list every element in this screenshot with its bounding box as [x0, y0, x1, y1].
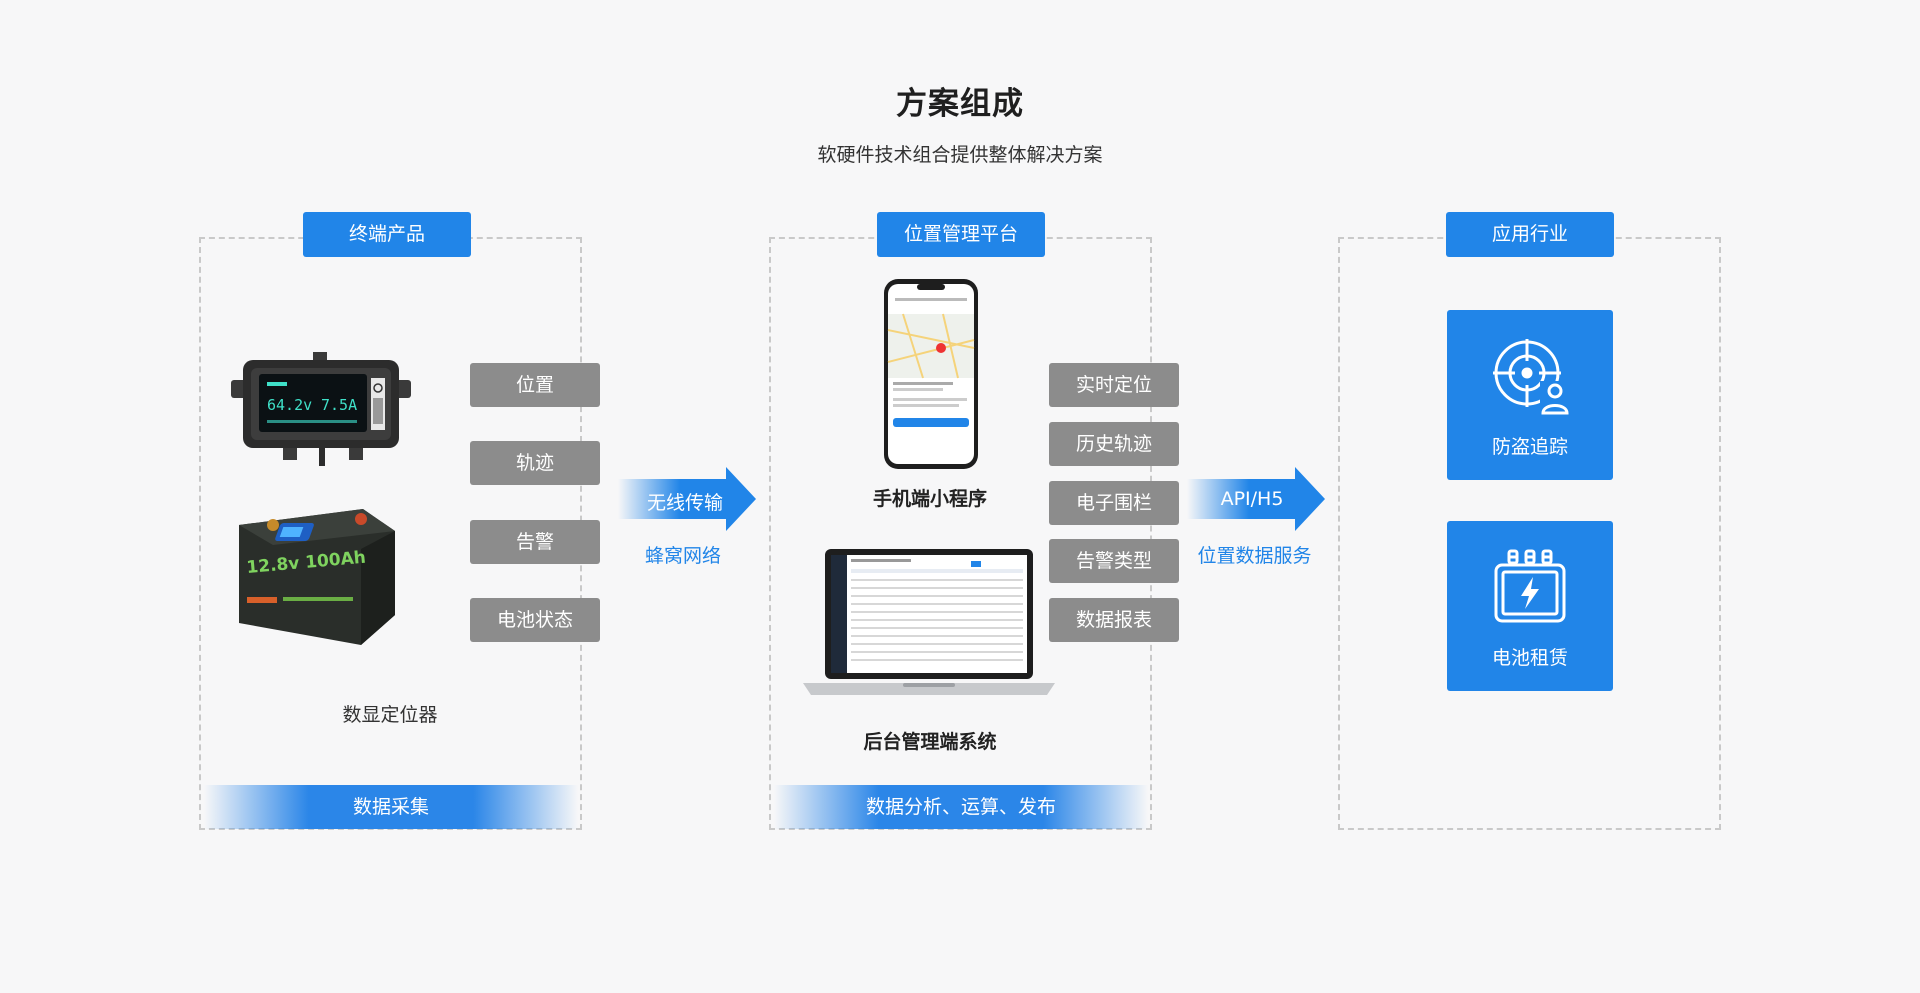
terminal-feature-battery-status: 电池状态	[470, 598, 600, 642]
phone-caption: 手机端小程序	[872, 488, 987, 510]
terminal-feature-location: 位置	[470, 363, 600, 407]
wireless-arrow	[618, 467, 758, 531]
battery-lightning-icon	[1492, 549, 1568, 625]
terminal-feature-track: 轨迹	[470, 441, 600, 485]
platform-feature-alarm-type: 告警类型	[1049, 539, 1179, 583]
industry-label-anti-theft: 防盗追踪	[1491, 436, 1568, 458]
platform-feature-geofence: 电子围栏	[1049, 481, 1179, 525]
platform-feature-realtime-location: 实时定位	[1049, 363, 1179, 407]
battery-image: 12.8v 100Ah	[233, 495, 399, 650]
page-title: 方案组成	[896, 86, 1024, 122]
platform-footer: 数据分析、运算、发布	[774, 785, 1148, 829]
laptop-caption: 后台管理端系统	[863, 731, 997, 753]
industry-card-anti-theft: 防盗追踪	[1447, 310, 1613, 480]
phone-image	[883, 278, 979, 470]
radar-target-icon	[1492, 337, 1572, 417]
api-arrow	[1187, 467, 1327, 531]
wireless-arrow-label: 无线传输	[646, 492, 723, 514]
api-arrow-label: API/H5	[1220, 488, 1284, 510]
laptop-image	[801, 547, 1057, 707]
industry-label-battery-rental: 电池租赁	[1491, 647, 1568, 669]
industry-panel-head: 应用行业	[1446, 212, 1614, 257]
terminal-feature-alarm: 告警	[470, 520, 600, 564]
device-voltage-text: 64.2v	[267, 396, 312, 414]
device-current-text: 7.5A	[321, 396, 357, 414]
page-subtitle: 软硬件技术组合提供整体解决方案	[817, 144, 1103, 166]
terminal-footer: 数据采集	[204, 785, 578, 829]
api-arrow-sub: 位置数据服务	[1197, 545, 1312, 567]
product-caption: 数显定位器	[342, 704, 438, 726]
display-locator-image: 64.2v 7.5A	[231, 352, 411, 467]
terminal-panel-head: 终端产品	[303, 212, 471, 257]
wireless-arrow-sub: 蜂窝网络	[644, 545, 721, 567]
industry-card-battery-rental: 电池租赁	[1447, 521, 1613, 691]
platform-panel-head: 位置管理平台	[877, 212, 1045, 257]
platform-feature-history-track: 历史轨迹	[1049, 422, 1179, 466]
platform-feature-reports: 数据报表	[1049, 598, 1179, 642]
